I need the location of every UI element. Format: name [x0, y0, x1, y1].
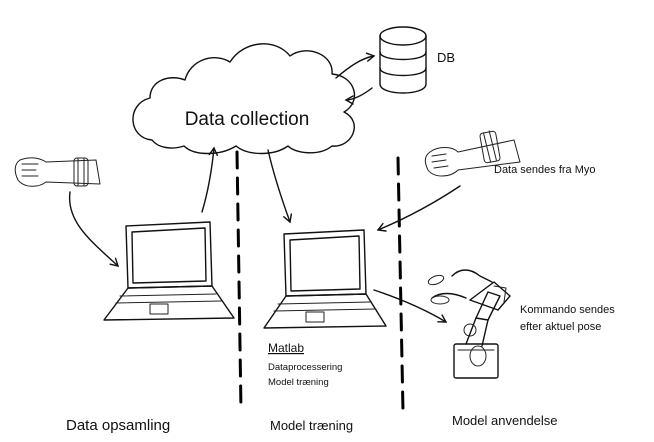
column-separator-left [235, 150, 243, 412]
myo-arm-left-icon [14, 157, 101, 187]
laptop-left-icon [103, 221, 235, 321]
arrow-cloud-to-laptop-middle [267, 149, 293, 224]
arrow-db-to-cloud [344, 87, 373, 105]
arrow-laptop-to-cloud [201, 146, 218, 213]
database-icon [379, 26, 427, 94]
column-label-model-traening: Model træning [270, 418, 353, 433]
matlab-line-dataprocessering: Dataprocessering [268, 362, 342, 373]
arrow-laptop-to-robot [373, 289, 448, 323]
matlab-title: Matlab [268, 341, 304, 355]
column-label-data-opsamling: Data opsamling [66, 417, 170, 434]
myo-data-label: Data sendes fra Myo [494, 164, 596, 176]
cloud-shape [132, 43, 356, 155]
arrow-cloud-to-db [335, 52, 376, 79]
matlab-line-model-traening: Model træning [268, 377, 329, 388]
myo-arm-right-icon [424, 130, 521, 177]
robot-arm-icon [427, 269, 511, 379]
command-label-line1: Kommando sendes [520, 304, 615, 316]
command-label-line2: efter aktuel pose [520, 321, 601, 333]
column-separator-right [396, 156, 405, 414]
column-label-model-anvendelse: Model anvendelse [452, 413, 558, 428]
arrow-arm-to-laptop-left [68, 191, 120, 267]
arrow-myo-to-laptop-middle [376, 185, 461, 232]
db-label: DB [437, 50, 455, 65]
cloud-label: Data collection [185, 109, 310, 130]
laptop-middle-icon [263, 229, 387, 329]
